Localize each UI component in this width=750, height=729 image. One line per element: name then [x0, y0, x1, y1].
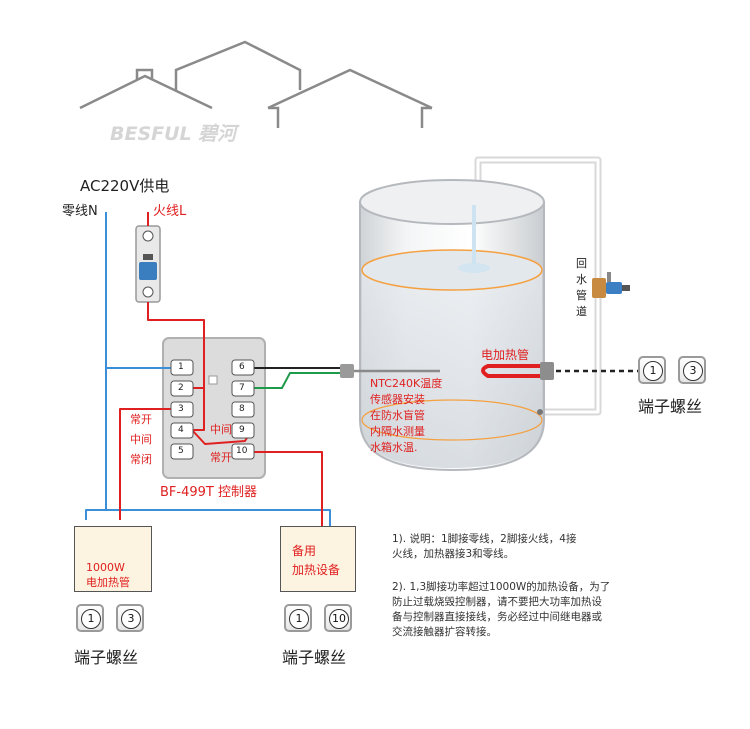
terminal-number: 9	[239, 425, 245, 435]
sensor-note-line: 传感器安装	[370, 393, 425, 406]
terminal-number: 3	[178, 404, 184, 414]
terminal-screw: 3	[678, 356, 706, 384]
note-line: 2). 1,3脚接功率超过1000W的加热设备，为了	[392, 581, 611, 593]
note-line: 备与控制器直接接线，务必经过中间继电器或	[392, 611, 602, 623]
return-pipe-label: 回	[576, 257, 587, 270]
live-label: 火线L	[153, 204, 187, 219]
sensor-note-line: 水箱水温.	[370, 441, 418, 454]
backup-box-line: 加热设备	[292, 563, 341, 577]
terminal-screw: 10	[324, 604, 352, 632]
terminal-number: 5	[178, 446, 184, 456]
note-line: 1). 说明：1脚接零线，2脚接火线，4接	[392, 533, 577, 545]
controller-name: BF-499T 控制器	[160, 485, 257, 500]
tank-heater-label: 电加热管	[481, 348, 530, 362]
heater-box	[74, 526, 152, 592]
tank-terminal-caption: 端子螺丝	[638, 397, 703, 416]
neutral-wires	[85, 212, 331, 528]
terminal-screw: 3	[116, 604, 144, 632]
backup-terminal-row: 1 10	[284, 604, 364, 632]
heater-box-line: 电加热管	[86, 576, 130, 589]
terminal-number: 4	[178, 425, 184, 435]
roof-outline	[79, 40, 433, 128]
backup-heater-box	[280, 526, 356, 592]
power-title: AC220V供电	[80, 177, 170, 195]
note-line: 火线，加热器接3和零线。	[392, 548, 515, 560]
relay-label-normally-open: 常开	[130, 413, 152, 426]
relay-label-common-right: 中间	[210, 423, 232, 436]
tank-heater-element	[481, 362, 638, 380]
heater-box-line: 1000W	[86, 561, 125, 574]
sensor-note-line: NTC240K温度	[370, 377, 443, 390]
terminal-screw: 1	[638, 356, 666, 384]
terminal-number: 2	[178, 383, 184, 393]
svg-text:BESFUL 碧河: BESFUL 碧河	[110, 123, 240, 145]
heater-terminal-row: 1 3	[76, 604, 156, 632]
neutral-label: 零线N	[62, 204, 98, 219]
water-tank	[359, 179, 545, 472]
tank-terminal-row: 1 3	[638, 356, 718, 384]
controller-terminal-blocks	[170, 359, 255, 460]
backup-box-line: 备用	[292, 544, 317, 558]
note-1: 1). 说明：1脚接零线，2脚接火线，4接 火线，加热器接3和零线。	[392, 532, 577, 562]
terminal-number: 1	[178, 362, 184, 372]
terminal-number: 7	[239, 383, 245, 393]
note-line: 防止过载烧毁控制器，请不要把大功率加热设	[392, 596, 602, 608]
backup-terminal-caption: 端子螺丝	[282, 648, 347, 667]
sensor-note-line: 在防水盲管	[370, 409, 425, 422]
valve-icon	[592, 272, 630, 298]
terminal-number: 8	[239, 404, 245, 414]
relay-label-common: 中间	[130, 433, 152, 446]
brand-logo: BESFUL 碧河	[110, 123, 240, 145]
sensor-wires	[252, 367, 340, 389]
sensor-note-line: 内隔水测量	[370, 425, 425, 438]
relay-label-normally-open-right: 常开	[210, 451, 232, 464]
note-line: 交流接触器扩容转接。	[392, 626, 497, 638]
note-2: 2). 1,3脚接功率超过1000W的加热设备，为了 防止过载烧毁控制器，请不要…	[392, 580, 610, 640]
relay-label-normally-closed: 常闭	[130, 453, 152, 466]
terminal-number: 10	[236, 446, 248, 456]
circuit-breaker	[135, 225, 161, 303]
terminal-number: 6	[239, 362, 245, 372]
return-pipe-label: 道	[576, 305, 587, 318]
temperature-sensor	[340, 364, 440, 378]
terminal-screw: 1	[284, 604, 312, 632]
heater-terminal-caption: 端子螺丝	[74, 648, 139, 667]
return-pipe-label: 水	[576, 273, 587, 286]
terminal-screw: 1	[76, 604, 104, 632]
return-pipe-label: 管	[576, 289, 587, 302]
